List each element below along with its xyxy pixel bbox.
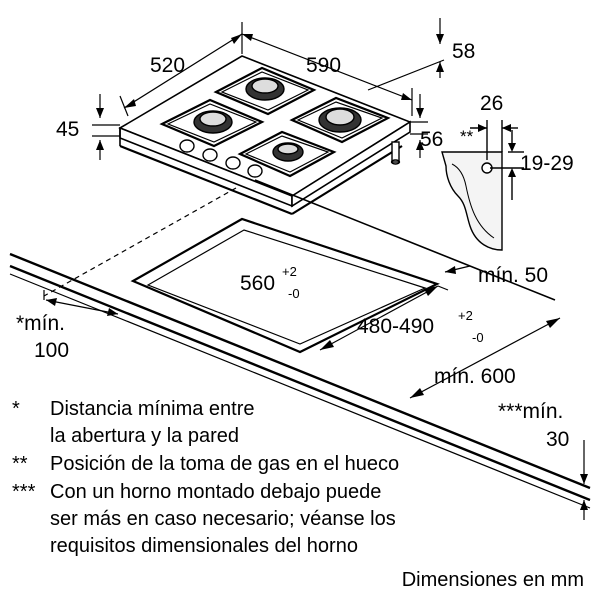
worktop — [9, 179, 591, 509]
note-2-line-1: Posición de la toma de gas en el hueco — [50, 453, 399, 475]
notes-legend: * Distancia mínima entre la abertura y l… — [12, 398, 399, 557]
dim-58: 58 — [452, 40, 475, 63]
dim-min-50: mín. 50 — [478, 264, 548, 287]
dim-26: 26 — [480, 92, 503, 115]
dim-480-490: 480-490 — [357, 315, 434, 338]
dim-56: 56 — [420, 128, 443, 151]
burner-rear-left — [245, 77, 285, 101]
dim-min-30-label: ***mín. — [498, 400, 563, 423]
dim-min-100-value: 100 — [34, 339, 69, 362]
gas-connection-detail — [441, 120, 524, 251]
burner-rear-right — [318, 107, 362, 133]
cutout-opening — [130, 217, 440, 354]
burners — [193, 77, 362, 162]
dim-min-30-value: 30 — [546, 428, 569, 451]
dim-min-600: mín. 600 — [434, 365, 516, 388]
hob — [118, 55, 412, 216]
units-note: Dimensiones en mm — [402, 569, 584, 591]
burner-front-right — [272, 142, 304, 162]
dimension-arrowheads — [96, 34, 444, 150]
gas-position-marker: ** — [460, 127, 474, 146]
dim-590: 590 — [306, 54, 341, 77]
dim-520: 520 — [150, 54, 185, 77]
cutout-arrowheads — [46, 266, 588, 510]
note-3-line-3: requisitos dimensionales del horno — [50, 535, 358, 557]
burner-front-left — [193, 110, 233, 134]
note-3-marker: *** — [12, 481, 36, 503]
dim-480-minus: -0 — [472, 330, 484, 345]
dim-480-plus: +2 — [458, 308, 473, 323]
dim-min-100-label: *mín. — [16, 312, 65, 335]
cabinet-side-profile — [441, 151, 503, 251]
dim-19-29: 19-29 — [520, 152, 574, 175]
cutout-dimension-lines — [43, 265, 585, 520]
control-knobs — [179, 139, 263, 178]
note-1-line-1: Distancia mínima entre — [50, 398, 255, 420]
projection-dashed-line — [43, 187, 237, 297]
dim-45: 45 — [56, 118, 79, 141]
hob-side-edge — [291, 120, 411, 208]
note-2-marker: ** — [12, 453, 28, 475]
gas-connection-pipe — [390, 141, 401, 165]
note-3-line-1: Con un horno montado debajo puede — [50, 481, 381, 503]
note-1-line-2: la abertura y la pared — [50, 425, 239, 447]
note-1-marker: * — [12, 398, 20, 420]
dim-560: 560 — [240, 272, 275, 295]
dim-560-plus: +2 — [282, 264, 297, 279]
note-3-line-2: ser más en caso necesario; véanse los — [50, 508, 396, 530]
dim-560-minus: -0 — [288, 286, 300, 301]
pan-supports — [159, 66, 391, 178]
gas-dimension-arrowheads — [478, 124, 516, 177]
